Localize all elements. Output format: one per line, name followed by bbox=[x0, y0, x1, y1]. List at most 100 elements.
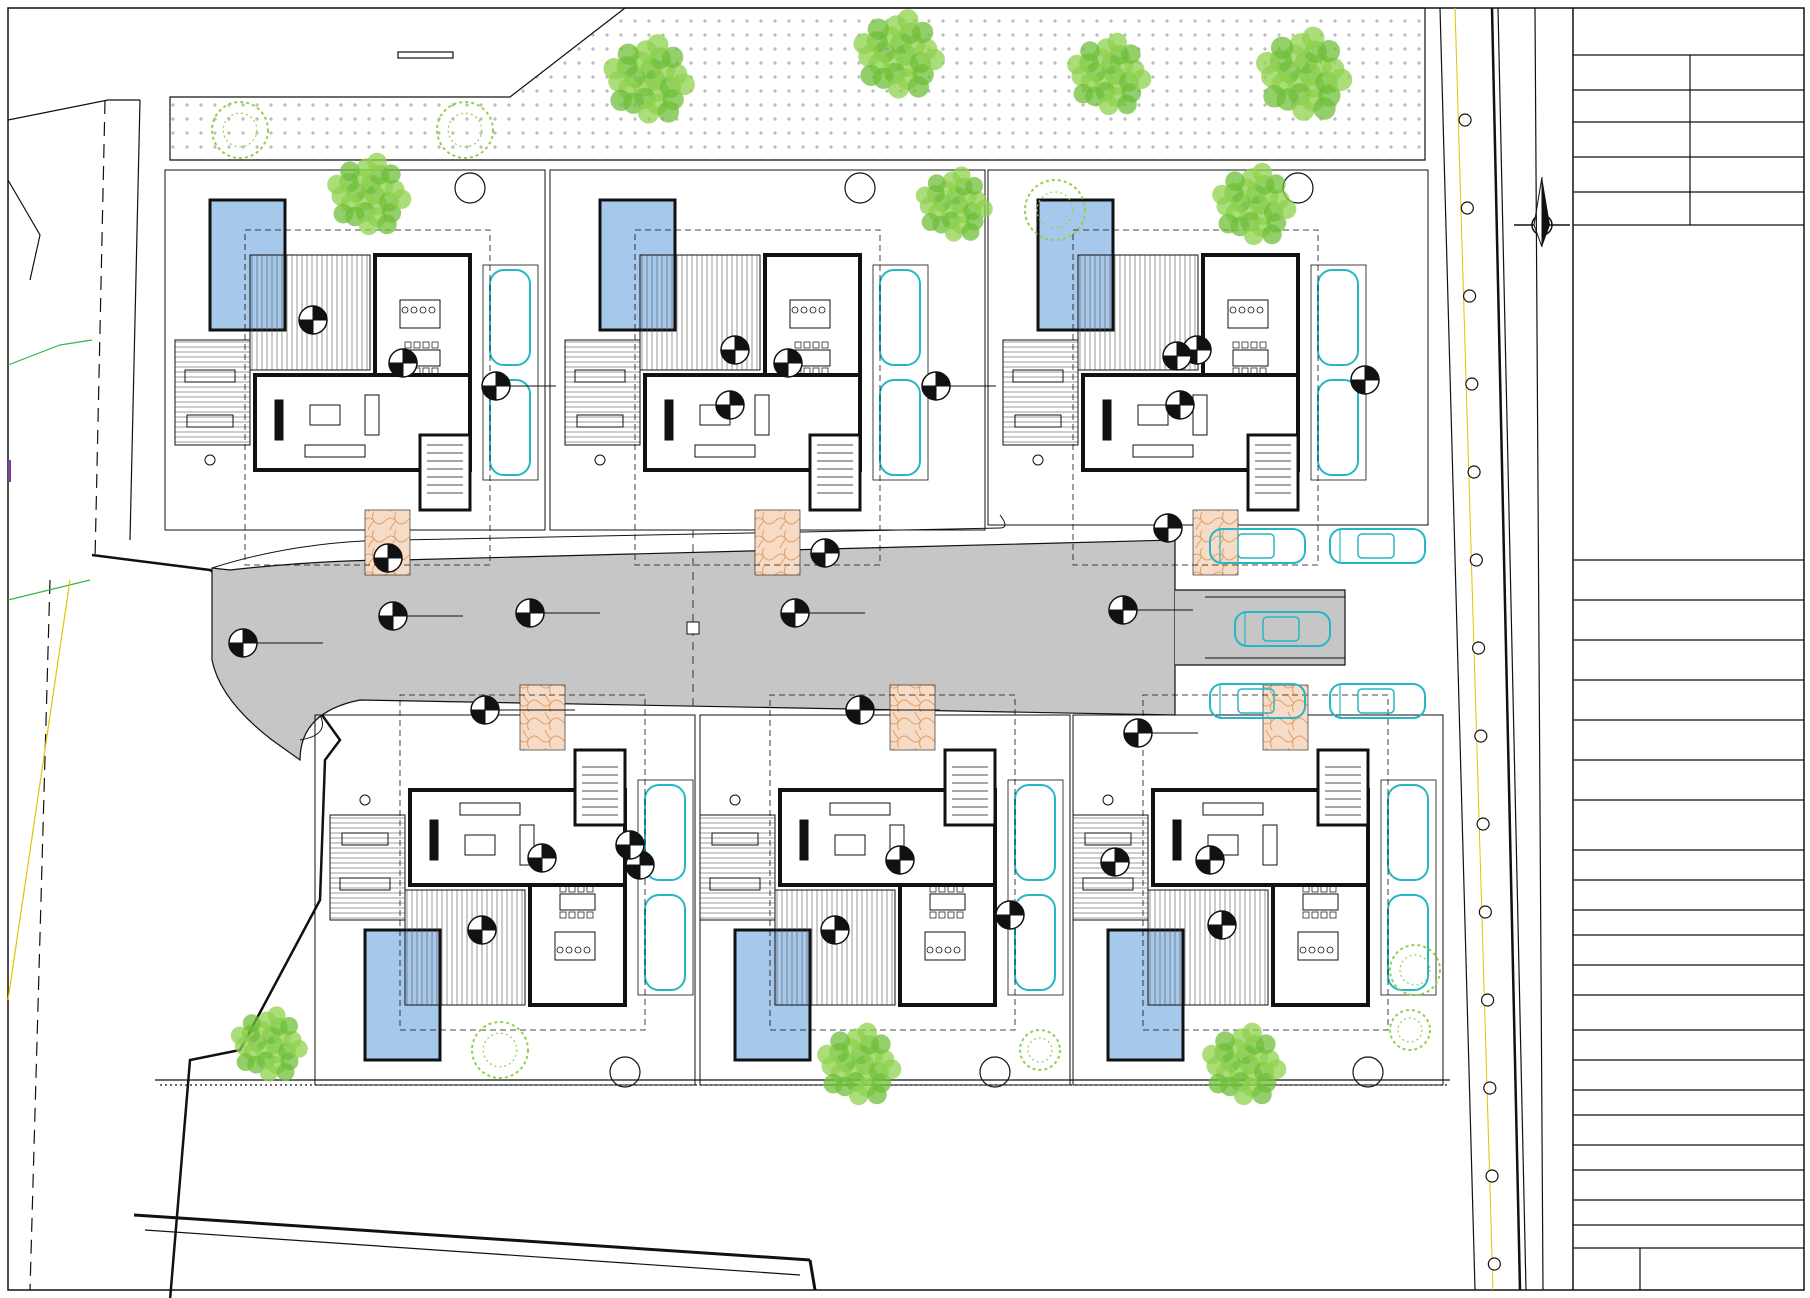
level-marker-icon bbox=[1123, 718, 1198, 748]
level-marker-icon bbox=[1100, 847, 1130, 877]
level-marker-icon bbox=[820, 915, 850, 945]
tree-icon bbox=[211, 101, 269, 159]
street-lamp-icon bbox=[1465, 377, 1479, 391]
tree-icon bbox=[1212, 162, 1297, 246]
level-marker-icon bbox=[810, 538, 840, 568]
level-marker-icon bbox=[1162, 341, 1192, 371]
paving bbox=[1192, 509, 1239, 576]
level-marker-icon bbox=[378, 601, 463, 631]
timber-deck bbox=[774, 889, 896, 1006]
timber-deck bbox=[1147, 889, 1269, 1006]
stair-core bbox=[573, 748, 627, 827]
level-marker-icon bbox=[373, 543, 403, 573]
villa-plan bbox=[329, 684, 694, 1088]
car-icon bbox=[1317, 269, 1359, 366]
street-lamp-icon bbox=[1483, 1081, 1497, 1095]
car-icon bbox=[1317, 379, 1359, 476]
street-lamp-icon bbox=[1471, 641, 1486, 655]
level-marker-icon bbox=[715, 390, 745, 420]
tree-icon bbox=[1202, 1022, 1287, 1106]
car-icon bbox=[879, 379, 921, 476]
terrace bbox=[174, 339, 251, 446]
level-marker-icon bbox=[845, 695, 940, 725]
timber-deck bbox=[404, 889, 526, 1006]
level-marker-icon bbox=[470, 695, 575, 725]
tree-icon bbox=[1067, 32, 1152, 116]
level-marker-icon bbox=[615, 830, 645, 860]
street-lamps bbox=[1458, 113, 1501, 1271]
car-icon bbox=[1014, 784, 1056, 881]
level-marker-icon bbox=[885, 845, 915, 875]
paving bbox=[754, 509, 801, 576]
car-icon bbox=[879, 269, 921, 366]
tree-icon bbox=[1256, 26, 1353, 121]
tree-icon bbox=[471, 1021, 529, 1079]
car-icon bbox=[644, 894, 686, 991]
level-marker-icon bbox=[773, 348, 803, 378]
level-marker-icon bbox=[1195, 845, 1225, 875]
street-lamp-icon bbox=[1469, 553, 1483, 567]
car-icon bbox=[1329, 528, 1426, 564]
level-marker-icon bbox=[515, 598, 600, 628]
stair-core bbox=[1246, 433, 1300, 512]
tree-icon bbox=[436, 101, 494, 159]
title-block bbox=[1573, 54, 1804, 1290]
street-lamp-icon bbox=[1467, 465, 1481, 479]
level-marker-icon bbox=[1165, 390, 1195, 420]
level-marker-icon bbox=[995, 900, 1025, 930]
tree-icon bbox=[327, 152, 412, 236]
street-lamp-icon bbox=[1476, 817, 1490, 831]
car-icon bbox=[1387, 784, 1429, 881]
paving bbox=[519, 684, 566, 751]
villa-plan bbox=[564, 172, 929, 576]
car-icon bbox=[1209, 683, 1306, 719]
car-icon bbox=[1329, 683, 1426, 719]
street-lamp-icon bbox=[1480, 993, 1495, 1007]
tree-icon bbox=[853, 9, 945, 99]
level-marker-icon bbox=[388, 348, 418, 378]
villa-plan bbox=[699, 684, 1064, 1088]
terrace bbox=[329, 814, 406, 921]
level-marker-icon bbox=[467, 915, 497, 945]
tree-icon bbox=[1389, 944, 1441, 996]
tree-icon bbox=[817, 1022, 902, 1106]
tree-icon bbox=[230, 1006, 308, 1082]
landscape-area-top bbox=[169, 7, 1426, 161]
level-marker-icon bbox=[1153, 513, 1183, 543]
stair-core bbox=[1316, 748, 1370, 827]
paving bbox=[889, 684, 936, 751]
tree-icon bbox=[603, 34, 695, 124]
level-marker-icon bbox=[780, 598, 865, 628]
terrace bbox=[564, 339, 641, 446]
level-marker-icon bbox=[228, 628, 323, 658]
street-lamp-icon bbox=[1487, 1257, 1501, 1271]
level-marker-icon bbox=[1350, 365, 1380, 395]
terrace bbox=[699, 814, 776, 921]
street-lamp-icon bbox=[1460, 201, 1474, 215]
car-icon bbox=[489, 269, 531, 366]
tree-icon bbox=[1019, 1029, 1061, 1071]
level-marker-icon bbox=[921, 371, 996, 401]
villa-plan bbox=[1002, 172, 1367, 576]
villa-plan bbox=[174, 172, 539, 576]
street-lamp-icon bbox=[1458, 113, 1472, 127]
tree-icon bbox=[915, 166, 993, 242]
car-icon bbox=[1209, 528, 1306, 564]
stair-core bbox=[418, 433, 472, 512]
level-marker-icon bbox=[1207, 910, 1237, 940]
street-lamp-icon bbox=[1474, 729, 1488, 743]
street-lamp-icon bbox=[1485, 1169, 1499, 1183]
street-lamp-icon bbox=[1462, 289, 1477, 303]
tree-icon bbox=[1389, 1009, 1431, 1051]
stair-core bbox=[808, 433, 862, 512]
tree-icon bbox=[1024, 179, 1086, 241]
car-icon bbox=[1387, 894, 1429, 991]
villa-plan bbox=[1072, 684, 1437, 1088]
street-lamp-icon bbox=[1478, 905, 1492, 919]
stair-core bbox=[943, 748, 997, 827]
car-icon bbox=[1234, 611, 1331, 647]
north-arrow-icon bbox=[1514, 176, 1570, 248]
level-marker-icon bbox=[298, 305, 328, 335]
level-marker-icon bbox=[720, 335, 750, 365]
